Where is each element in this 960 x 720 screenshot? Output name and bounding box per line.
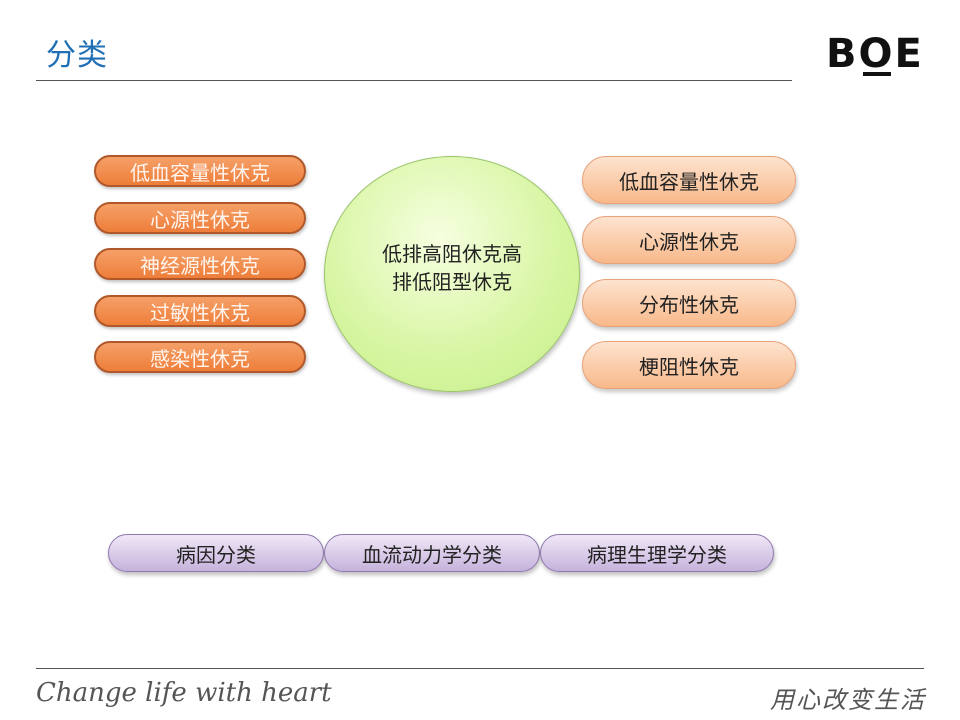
bottom-item-hemodynamic: 血流动力学分类 — [324, 534, 540, 572]
bottom-item-etiology: 病因分类 — [108, 534, 324, 572]
left-item-cardiogenic: 心源性休克 — [94, 202, 306, 234]
right-item-obstructive: 梗阻性休克 — [582, 341, 796, 389]
logo-letter-b: B — [826, 31, 859, 77]
left-item-hypovolemic: 低血容量性休克 — [94, 155, 306, 187]
footer-slogan-cn: 用心改变生活 — [770, 686, 926, 714]
footer-slogan-en: Change life with heart — [36, 678, 332, 708]
right-item-distributive: 分布性休克 — [582, 279, 796, 327]
footer-divider — [36, 668, 924, 669]
slide-title: 分类 — [46, 38, 108, 73]
right-item-cardiogenic: 心源性休克 — [582, 216, 796, 264]
left-item-neurogenic: 神经源性休克 — [94, 248, 306, 280]
bottom-item-pathophysiology: 病理生理学分类 — [540, 534, 774, 572]
center-circle-text: 低排高阻休克高排低阻型休克 — [382, 242, 522, 294]
logo-letter-o: O — [858, 31, 895, 77]
left-item-anaphylactic: 过敏性休克 — [94, 295, 306, 327]
right-item-hypovolemic: 低血容量性休克 — [582, 156, 796, 204]
center-circle: 低排高阻休克高排低阻型休克 — [324, 156, 580, 392]
logo-letter-e: E — [894, 31, 924, 77]
title-divider — [36, 80, 792, 81]
left-item-septic: 感染性休克 — [94, 341, 306, 373]
